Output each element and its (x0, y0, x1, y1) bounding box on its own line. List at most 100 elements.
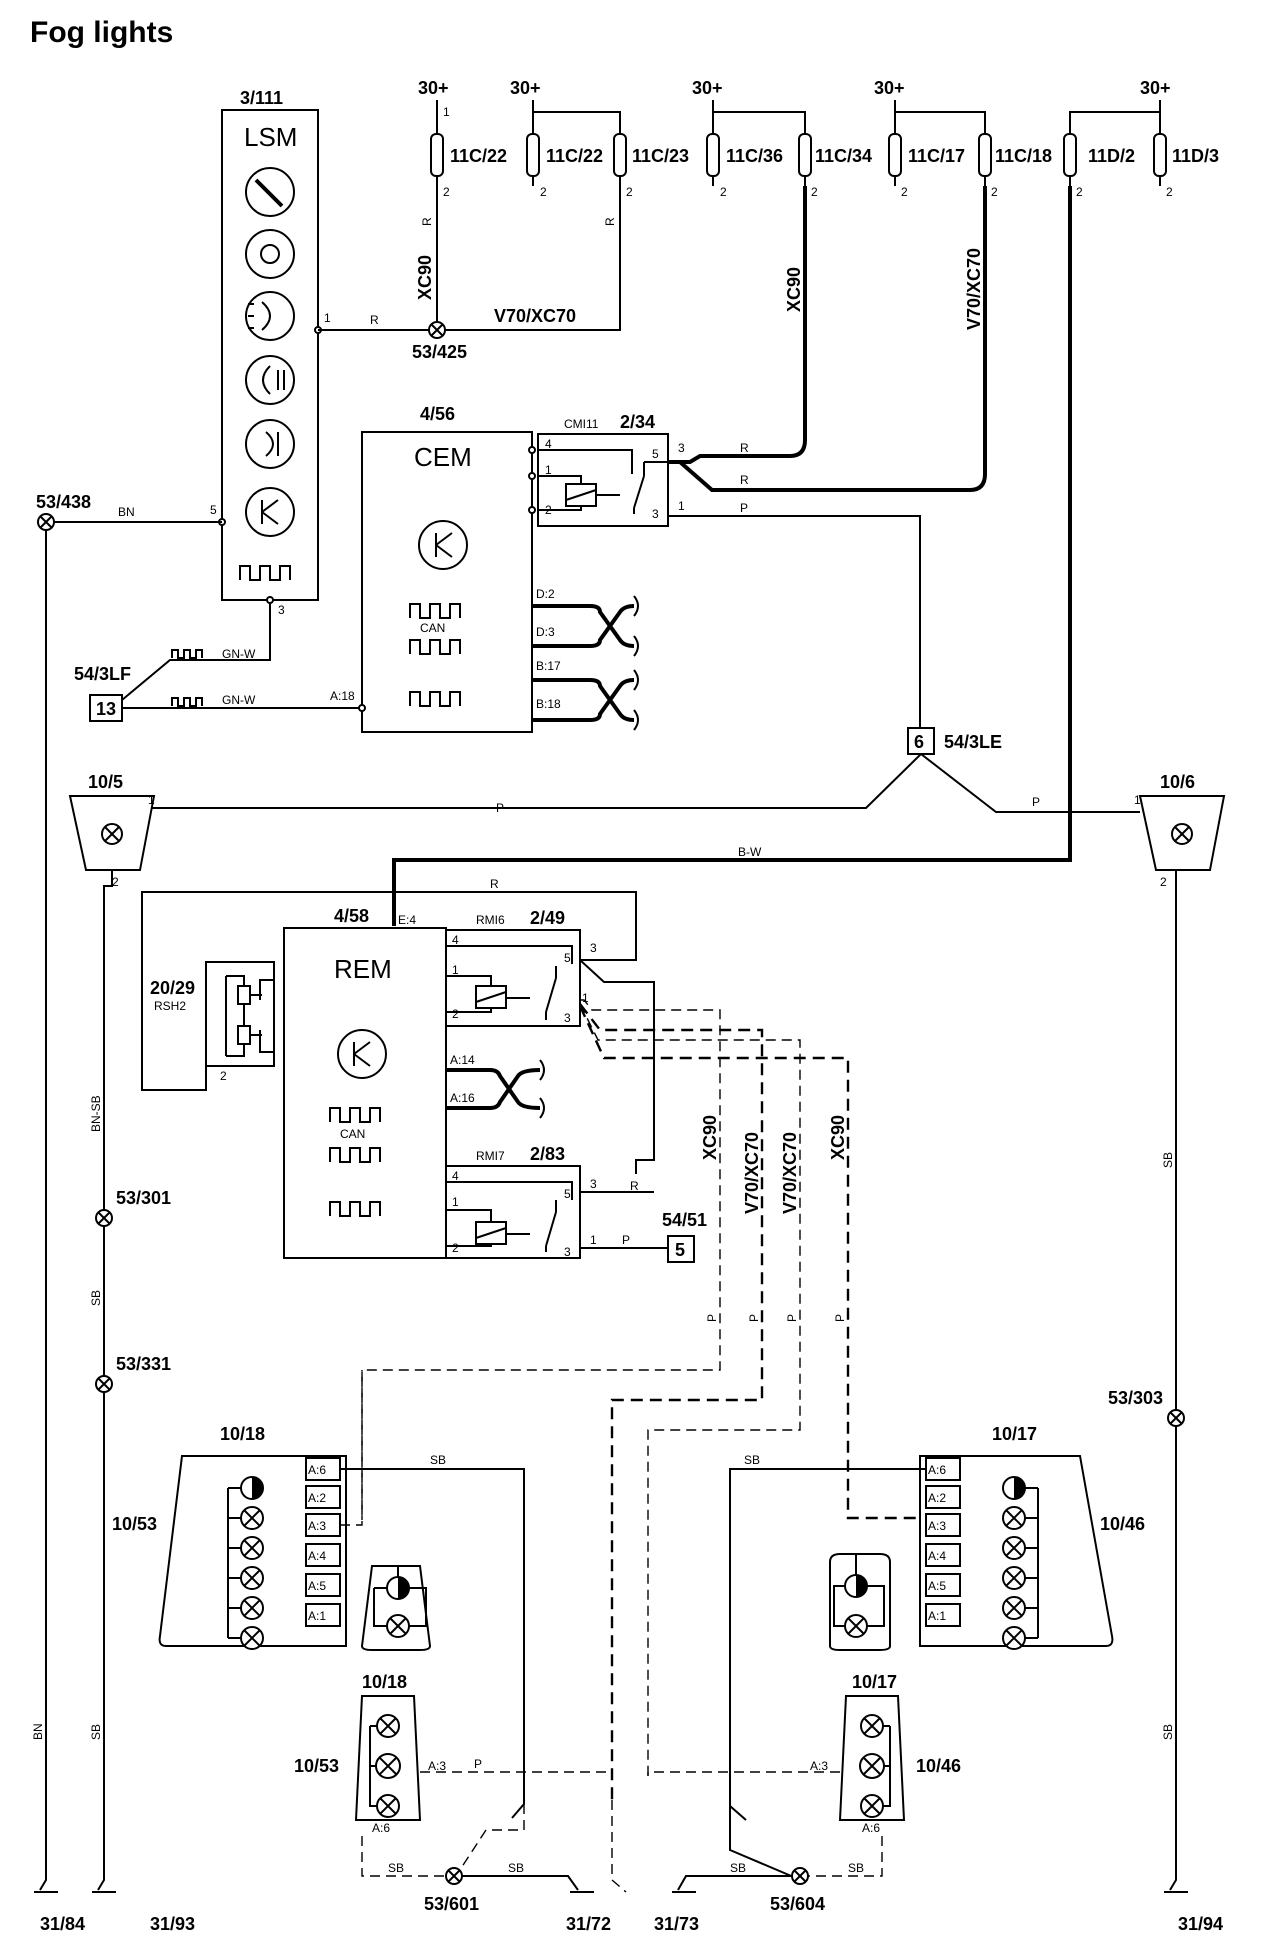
svg-text:2: 2 (1076, 185, 1083, 199)
svg-text:2/49: 2/49 (530, 908, 565, 928)
pulse-icon (329, 1107, 381, 1123)
ground-31-73: 31/73 (654, 1891, 699, 1934)
svg-text:3: 3 (590, 1177, 597, 1191)
svg-text:1: 1 (148, 793, 155, 807)
supply-label: 30+ (692, 78, 723, 98)
svg-text:SB: SB (730, 1861, 746, 1875)
svg-text:3: 3 (652, 507, 659, 521)
svg-text:1: 1 (582, 991, 589, 1005)
svg-text:D:2: D:2 (536, 587, 555, 601)
svg-text:V70/XC70: V70/XC70 (780, 1132, 800, 1214)
svg-text:SB: SB (89, 1290, 103, 1306)
svg-text:A:4: A:4 (308, 1549, 326, 1563)
svg-text:3: 3 (678, 441, 685, 455)
cluster-pins: A:6 A:2 A:3 A:4 A:5 A:1 (305, 1457, 341, 1627)
splice-53-438: 53/438 (36, 492, 91, 531)
svg-text:11D/2: 11D/2 (1088, 146, 1135, 166)
svg-text:10/17: 10/17 (992, 1424, 1037, 1444)
svg-text:A:3: A:3 (928, 1519, 946, 1533)
svg-text:6: 6 (914, 732, 924, 752)
rem-module: 4/58 E:4 REM CAN A:14 A:16 (283, 906, 475, 1259)
svg-text:2: 2 (991, 185, 998, 199)
pulse-icon (409, 603, 461, 619)
parking-light-icon (245, 229, 295, 279)
svg-text:D:3: D:3 (536, 625, 555, 639)
svg-text:RSH2: RSH2 (154, 999, 186, 1013)
connector-54-3lf: 54/3LF 13 (74, 664, 131, 722)
transistor-icon (245, 487, 295, 537)
svg-text:53/425: 53/425 (412, 342, 467, 362)
svg-text:P: P (747, 1314, 761, 1322)
svg-text:1: 1 (1134, 793, 1141, 807)
fuse-11d-2: 11D/2 (1063, 120, 1135, 186)
svg-text:4/58: 4/58 (334, 906, 369, 926)
rear-cluster-right-bottom: 10/17 10/46 A:3 A:6 (810, 1672, 961, 1835)
svg-text:1: 1 (590, 1233, 597, 1247)
svg-text:1: 1 (324, 311, 331, 325)
svg-text:A:1: A:1 (928, 1609, 946, 1623)
ground-31-72: 31/72 (566, 1891, 611, 1934)
svg-text:A:6: A:6 (862, 1821, 880, 1835)
svg-text:54/51: 54/51 (662, 1210, 707, 1230)
svg-text:2: 2 (112, 875, 119, 889)
supply-label: 30+ (418, 78, 449, 98)
transistor-icon (337, 1029, 387, 1079)
svg-text:P: P (833, 1314, 847, 1322)
rear-cluster-right-top: 10/17 10/46 A:6 A:2 A:3 A:4 A:5 A:1 (919, 1424, 1145, 1650)
svg-text:V70/XC70: V70/XC70 (964, 248, 984, 330)
svg-text:V70/XC70: V70/XC70 (494, 306, 576, 326)
svg-text:SB: SB (1161, 1724, 1175, 1740)
svg-text:10/18: 10/18 (362, 1672, 407, 1692)
svg-text:SB: SB (89, 1724, 103, 1740)
svg-text:3: 3 (564, 1011, 571, 1025)
svg-text:A:18: A:18 (330, 689, 355, 703)
ground-31-84: 31/84 (34, 1891, 85, 1934)
splice-53-303: 53/303 (1108, 1388, 1185, 1427)
svg-text:31/72: 31/72 (566, 1914, 611, 1934)
lsm-module: 3/111 LSM 1 5 3 (210, 88, 331, 617)
svg-text:A:4: A:4 (928, 1549, 946, 1563)
svg-text:10/17: 10/17 (852, 1672, 897, 1692)
svg-text:3: 3 (590, 941, 597, 955)
svg-text:11C/18: 11C/18 (995, 146, 1052, 166)
svg-text:53/303: 53/303 (1108, 1388, 1163, 1408)
reverse-lamp-right (829, 1553, 891, 1651)
lsm-name: LSM (244, 122, 297, 152)
svg-text:A:6: A:6 (372, 1821, 390, 1835)
svg-text:B:17: B:17 (536, 659, 561, 673)
svg-text:SB: SB (848, 1861, 864, 1875)
svg-text:2: 2 (1160, 875, 1167, 889)
svg-text:5: 5 (564, 1187, 571, 1201)
svg-text:1: 1 (545, 463, 552, 477)
cluster-bulbs (227, 1476, 264, 1650)
svg-text:1: 1 (443, 105, 450, 119)
svg-text:A:2: A:2 (928, 1491, 946, 1505)
svg-text:P: P (474, 1757, 482, 1771)
ground-31-94: 31/94 (1164, 1891, 1223, 1934)
fuse-11c-23: 11C/23 (613, 120, 689, 186)
svg-text:2: 2 (626, 185, 633, 199)
svg-text:53/438: 53/438 (36, 492, 91, 512)
reverse-lamp-left (360, 1565, 432, 1651)
svg-text:2/34: 2/34 (620, 412, 655, 432)
svg-text:2: 2 (811, 185, 818, 199)
svg-text:R: R (740, 473, 749, 487)
svg-text:XC90: XC90 (784, 267, 804, 312)
svg-text:10/6: 10/6 (1160, 772, 1195, 792)
svg-text:3: 3 (278, 603, 285, 617)
svg-text:11C/17: 11C/17 (908, 146, 965, 166)
svg-text:A:6: A:6 (928, 1463, 946, 1477)
svg-text:A:2: A:2 (308, 1491, 326, 1505)
svg-text:REM: REM (334, 954, 392, 984)
fuse-11d-3: 11D/3 (1153, 112, 1219, 186)
svg-text:2: 2 (540, 185, 547, 199)
svg-text:BN-SB: BN-SB (89, 1095, 103, 1132)
svg-text:2: 2 (220, 1069, 227, 1083)
svg-text:5: 5 (210, 503, 217, 517)
supply-label: 30+ (1140, 78, 1171, 98)
grounds: 31/84 31/93 31/72 31/73 31/94 (34, 1891, 1223, 1934)
pulse-icon (409, 691, 461, 707)
svg-text:53/601: 53/601 (424, 1894, 479, 1914)
pulse-icon (409, 639, 461, 655)
